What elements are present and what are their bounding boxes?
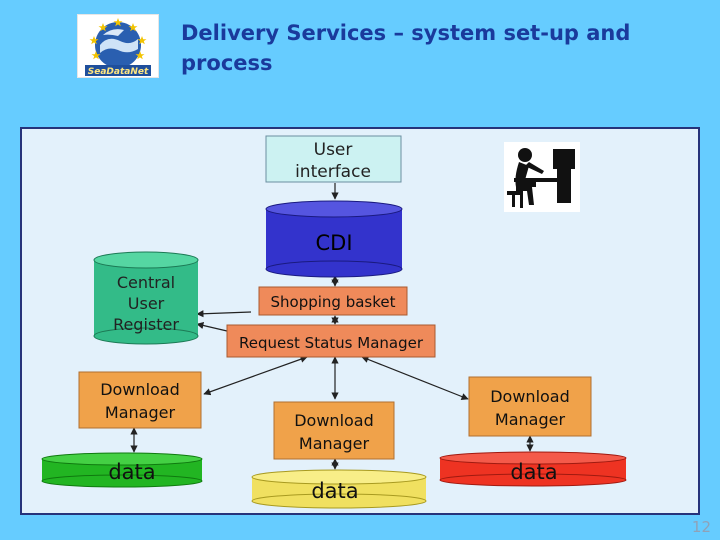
arrow-request-dm-left (203, 355, 308, 396)
logo-graphic: SeaDataNet (85, 18, 151, 77)
architecture-diagram: User interface CDI Central User Register… (41, 135, 627, 509)
data-center-label: data (311, 479, 358, 503)
central-register-label-1: Central (117, 273, 175, 292)
central-register-label-3: Register (113, 315, 179, 334)
seadatanet-logo: SeaDataNet (77, 14, 159, 78)
data-left-label: data (108, 460, 155, 484)
download-manager-center-label-2: Manager (299, 434, 370, 453)
shopping-basket-box: Shopping basket (258, 286, 408, 316)
data-right-label: data (510, 460, 557, 484)
cdi-database: CDI (265, 200, 403, 278)
diagram-panel: User interface CDI Central User Register… (20, 127, 700, 515)
logo-text: SeaDataNet (88, 67, 149, 77)
download-manager-left-label-2: Manager (105, 403, 176, 422)
download-manager-right-box: Download Manager (468, 376, 592, 437)
central-user-register-database: Central User Register (93, 251, 199, 345)
slide-title: Delivery Services – system set-up and pr… (181, 21, 631, 75)
arrow-request-register (196, 321, 228, 332)
download-manager-left-label-1: Download (100, 380, 180, 399)
data-store-left: data (41, 452, 203, 488)
cdi-label: CDI (315, 231, 352, 255)
page-number: 12 (691, 518, 711, 536)
download-manager-left-box: Download Manager (78, 371, 202, 429)
user-interface-box: User interface (265, 135, 402, 183)
data-store-center: data (251, 469, 427, 509)
download-manager-center-label-1: Download (294, 411, 374, 430)
central-register-label-2: User (128, 294, 165, 313)
user-interface-label-1: User (314, 140, 353, 160)
arrow-request-dm-right (361, 356, 469, 400)
user-interface-label-2: interface (295, 162, 371, 182)
shopping-basket-label: Shopping basket (270, 293, 395, 311)
connectors (130, 183, 534, 470)
person-at-computer-icon (504, 142, 580, 212)
data-store-right: data (439, 451, 627, 487)
arrow-basket-register (196, 310, 252, 318)
request-status-manager-box: Request Status Manager (226, 324, 436, 358)
download-manager-right-label-1: Download (490, 387, 570, 406)
download-manager-right-label-2: Manager (495, 410, 566, 429)
request-status-manager-label: Request Status Manager (239, 334, 424, 352)
download-manager-center-box: Download Manager (273, 401, 395, 460)
